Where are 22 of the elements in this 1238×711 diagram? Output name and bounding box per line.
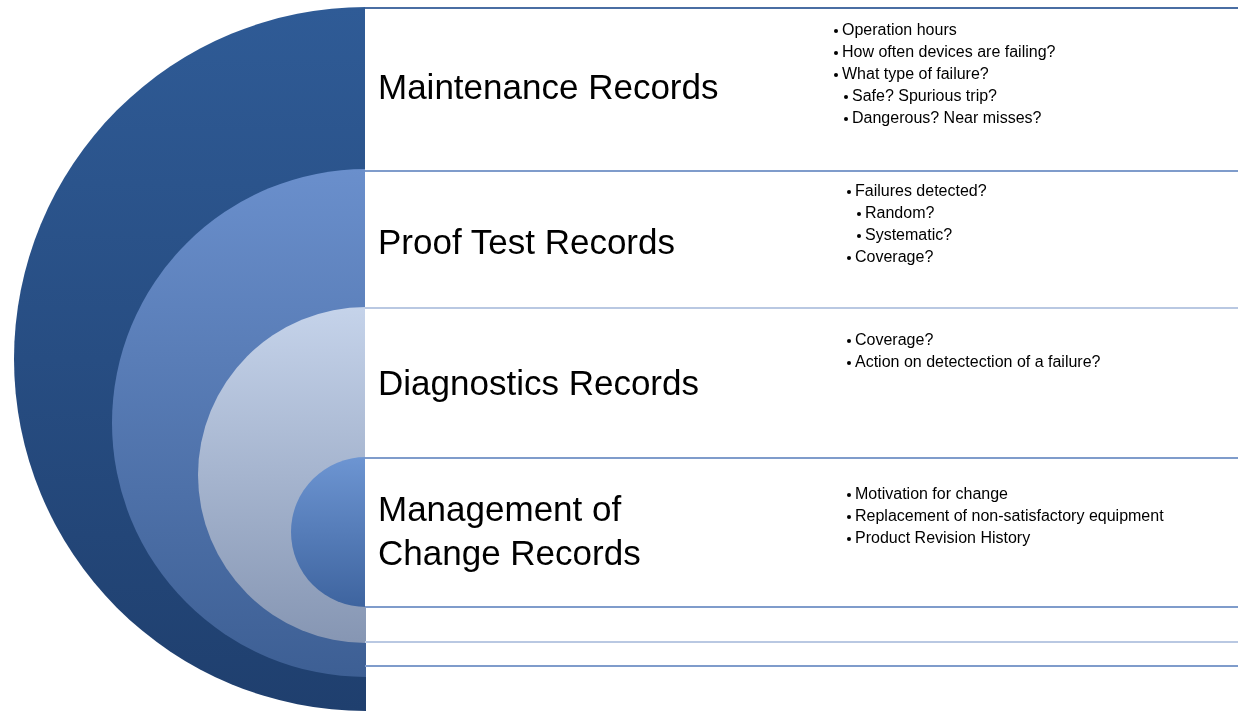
band-title: Management of Change Records: [378, 488, 642, 574]
band-title: Proof Test Records: [378, 221, 676, 263]
bullet-item: Dangerous? Near misses?: [832, 107, 1232, 129]
bullet-item: Coverage?: [835, 329, 1235, 351]
bullet-item: Random?: [835, 202, 1235, 224]
bullet-item: Replacement of non-satisfactory equipment: [835, 505, 1235, 527]
bullet-item: Failures detected?: [835, 180, 1235, 202]
bullet-item: Product Revision History: [835, 527, 1235, 549]
bullet-item: Systematic?: [835, 224, 1235, 246]
bullet-item: Operation hours: [832, 19, 1232, 41]
bullet-item: Motivation for change: [835, 483, 1235, 505]
band-title: Maintenance Records: [378, 66, 720, 108]
record-band: [365, 170, 1238, 307]
bullet-item: Safe? Spurious trip?: [832, 85, 1232, 107]
record-band: [365, 457, 1238, 607]
record-band: [365, 307, 1238, 457]
band-title: Diagnostics Records: [378, 362, 700, 404]
bullet-item: How often devices are failing?: [832, 41, 1232, 63]
record-band: [365, 7, 1238, 170]
bullet-item: Coverage?: [835, 246, 1235, 268]
bullet-item: Action on detectection of a failure?: [835, 351, 1235, 373]
bullet-item: What type of failure?: [832, 63, 1232, 85]
